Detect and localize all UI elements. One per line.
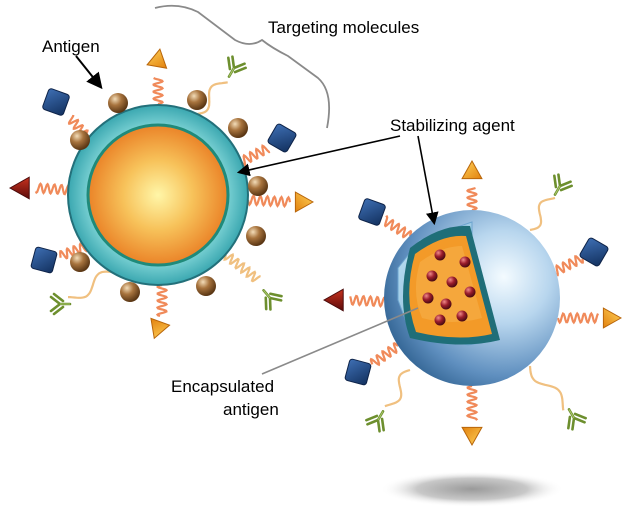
linker-wavy xyxy=(384,368,411,408)
antigen-bead xyxy=(246,226,266,246)
encapsulated-antigen-pointer xyxy=(261,307,419,375)
targeting-molecules-bracket xyxy=(154,4,330,129)
antigen-arrow xyxy=(75,55,103,90)
targeting-triangle-ligand xyxy=(461,426,483,447)
left-core xyxy=(86,123,230,267)
encapsulated-antigen-bead xyxy=(459,256,471,268)
linker-coil xyxy=(349,294,388,308)
antigen-label: Antigen xyxy=(42,37,100,56)
antigen-bead xyxy=(120,282,140,302)
encapsulated-antigen-bead xyxy=(434,314,446,326)
linker-wavy xyxy=(68,270,113,299)
linker-coil xyxy=(369,342,399,367)
linker-wavy xyxy=(195,81,228,116)
targeting-triangle-ligand xyxy=(461,159,483,180)
antibody-icon xyxy=(49,292,72,316)
linker-coil xyxy=(556,311,600,325)
antigen-bead xyxy=(70,252,90,272)
linker-coil xyxy=(152,77,165,106)
encapsulated-antigen-bead xyxy=(434,249,446,261)
encapsulated-antigen-label-line1: Encapsulated xyxy=(171,377,274,396)
encapsulated-antigen-bead xyxy=(426,270,438,282)
antigen-bead xyxy=(196,276,216,296)
stabilizing-arrow-right xyxy=(417,135,439,226)
encapsulated-antigen-bead xyxy=(440,298,452,310)
encapsulated-antigen-bead xyxy=(446,276,458,288)
antibody-icon xyxy=(553,173,573,196)
linker-wavy xyxy=(528,365,565,411)
antibody-icon xyxy=(227,55,247,78)
antigen-bead xyxy=(228,118,248,138)
linker-coil xyxy=(383,214,413,239)
stabilizing-agent-label: Stabilizing agent xyxy=(390,116,515,135)
linker-coil xyxy=(246,193,292,209)
antigen-bead xyxy=(70,130,90,150)
targeting-cube-ligand xyxy=(267,123,297,153)
targeting-red-ligand xyxy=(8,176,30,200)
linker-coil xyxy=(34,182,72,196)
right-particle-targeting-molecules xyxy=(322,159,623,447)
left-surface-antigens xyxy=(70,90,268,302)
linker-wavy xyxy=(529,196,556,232)
linker-coil xyxy=(553,255,584,277)
targeting-cube-ligand xyxy=(30,246,58,274)
linker-coil xyxy=(465,384,479,421)
encapsulated-antigens xyxy=(422,249,476,326)
antibody-icon xyxy=(365,410,385,433)
targeting-cube-ligand xyxy=(579,237,609,267)
antigen-bead xyxy=(187,90,207,110)
targeting-cube-ligand xyxy=(42,88,70,116)
antibody-icon xyxy=(567,408,587,431)
encapsulated-antigen-bead xyxy=(456,310,468,322)
linker-wavy xyxy=(223,252,261,283)
stabilizing-arrow-left xyxy=(236,135,401,177)
targeting-cube-ligand xyxy=(358,198,386,226)
encapsulated-antigen-bead xyxy=(464,286,476,298)
encapsulated-antigen-bead xyxy=(422,292,434,304)
linker-coil xyxy=(466,186,478,212)
antigen-bead xyxy=(108,93,128,113)
targeting-red-ligand xyxy=(322,288,344,312)
linker-coil xyxy=(155,283,169,318)
right-particle-shadow xyxy=(380,471,564,507)
antigen-bead xyxy=(248,176,268,196)
left-particle-targeting-molecules xyxy=(8,48,315,340)
targeting-triangle-ligand xyxy=(150,317,171,340)
targeting-triangle-ligand xyxy=(294,191,315,213)
targeting-cube-ligand xyxy=(344,358,372,386)
right-nanoparticle xyxy=(384,210,560,386)
left-nanoparticle xyxy=(67,104,249,286)
antibody-icon xyxy=(262,289,283,311)
encapsulated-antigen-label-line2: antigen xyxy=(223,400,279,419)
targeting-triangle-ligand xyxy=(602,307,623,329)
targeting-molecules-label: Targeting molecules xyxy=(268,18,419,37)
targeting-triangle-ligand xyxy=(146,48,168,69)
